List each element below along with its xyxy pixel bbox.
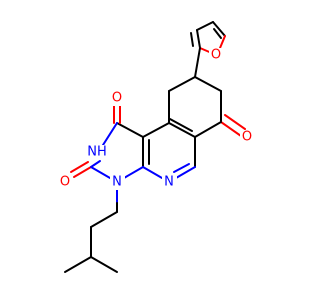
bond-chain-2 <box>90 211 118 228</box>
bond-chain-5 <box>90 256 118 273</box>
bond-furan-c2-c3-inner <box>190 32 194 47</box>
bond-c3-n4 <box>90 166 111 179</box>
bond-c9-c8 <box>194 76 222 92</box>
ketone-oxygen-label: O <box>242 130 252 145</box>
bond-c3-o-double <box>70 161 89 173</box>
furan-o-backdrop <box>209 48 224 63</box>
furan-oxygen-label: O <box>211 48 221 63</box>
nh-label: NH <box>87 145 107 160</box>
bond-c6a-c10a <box>168 122 196 138</box>
c3-o-backdrop <box>58 175 73 190</box>
bond-chain-4 <box>64 256 92 273</box>
c3-carbonyl-oxygen-label: O <box>60 175 70 190</box>
bond-c9-c10 <box>168 76 196 92</box>
molecule-structure-diagram: O O O NH O N N <box>58 21 255 273</box>
bond-c3-o <box>73 166 92 178</box>
bond-n5-c4a <box>142 166 163 179</box>
atom-label-layer: O O O NH O N N <box>58 48 255 190</box>
bond-furan-c4-c5-inner <box>213 28 222 39</box>
c1-o-backdrop <box>110 91 125 106</box>
bond-furan-c5-o <box>219 35 226 49</box>
bond-c6a-c10a-inner <box>169 118 193 132</box>
nh-backdrop <box>84 145 110 160</box>
bond-furan-c4-c5 <box>212 21 226 37</box>
bond-c6-n5 <box>175 166 196 179</box>
bond-c7-o-ketone <box>220 121 242 137</box>
pyridine-n-backdrop <box>162 175 177 190</box>
bond-furan-c2-c3 <box>196 29 201 49</box>
bond-c1-n2 <box>102 122 118 146</box>
pyridine-nitrogen-label: N <box>164 175 174 190</box>
bond-n4-c4a <box>123 166 144 179</box>
bond-c10a-c10b <box>142 122 170 138</box>
n4-label: N <box>112 175 122 190</box>
bond-c7-o-ketone-double <box>224 114 246 130</box>
bond-n2-c3 <box>90 160 101 168</box>
bond-c7-c6a <box>194 121 222 138</box>
bond-furan-c3-c4 <box>196 21 214 31</box>
c1-carbonyl-oxygen-label: O <box>112 91 122 106</box>
ketone-o-backdrop <box>240 130 255 145</box>
bond-c10b-c1 <box>116 122 144 138</box>
bond-layer <box>64 21 246 273</box>
n4-backdrop <box>110 175 125 190</box>
bond-c6-n5-inner <box>173 163 190 173</box>
bond-furan-ring-link <box>194 47 201 78</box>
